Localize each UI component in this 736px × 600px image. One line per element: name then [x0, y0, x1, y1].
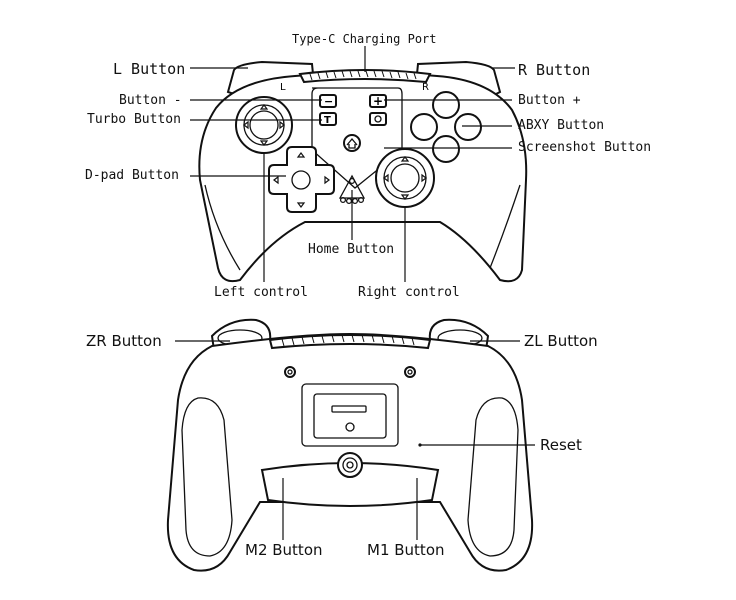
m-paddle-area — [260, 462, 440, 507]
port-texture — [309, 70, 417, 81]
label-zl-button: ZL Button — [524, 332, 598, 350]
label-abxy-button: ABXY Button — [518, 118, 605, 133]
label-screenshot-button: Screenshot Button — [518, 140, 652, 155]
minus-button[interactable]: − — [319, 94, 337, 108]
label-home-button: Home Button — [308, 242, 395, 257]
abxy-buttons[interactable] — [410, 91, 482, 163]
svg-text:T: T — [324, 115, 331, 126]
type-c-port-area — [298, 69, 432, 84]
shoulder-r-glyph: R — [422, 82, 429, 93]
label-type-c-port: Type-C Charging Port — [292, 32, 437, 46]
battery-slot — [331, 405, 367, 413]
back-top-texture — [268, 334, 432, 350]
front-callout-lines — [190, 46, 515, 282]
shoulder-l-glyph: L — [280, 82, 286, 93]
label-zr-button: ZR Button — [86, 332, 162, 350]
panel-hole — [345, 422, 355, 432]
label-reset: Reset — [540, 436, 582, 454]
home-icon — [346, 137, 358, 149]
b-button — [432, 135, 460, 163]
svg-text:+: + — [373, 94, 383, 108]
label-m2-button: M2 Button — [245, 541, 323, 559]
label-button-minus: Button - — [119, 93, 182, 108]
back-callout-lines — [175, 340, 535, 540]
screenshot-button[interactable] — [369, 112, 387, 126]
label-right-control: Right control — [358, 285, 460, 300]
home-button[interactable] — [343, 134, 361, 152]
label-left-control: Left control — [214, 285, 308, 300]
right-back-grip — [467, 397, 519, 557]
x-button — [432, 91, 460, 119]
label-m1-button: M1 Button — [367, 541, 445, 559]
svg-text:−: − — [324, 95, 333, 108]
y-button — [410, 113, 438, 141]
left-grip-line — [204, 184, 241, 271]
controller-front-view: L R − T + — [190, 46, 528, 283]
reset-hole[interactable] — [418, 443, 422, 447]
turbo-button[interactable]: T — [319, 112, 337, 126]
center-dial — [337, 452, 363, 478]
plus-button[interactable]: + — [369, 94, 387, 108]
label-r-button: R Button — [518, 61, 591, 79]
controller-back-view — [166, 318, 535, 572]
screw-left — [284, 366, 296, 378]
back-texture-ticks — [281, 334, 415, 347]
screw-right — [404, 366, 416, 378]
right-control-stick[interactable] — [375, 148, 435, 208]
left-control-stick[interactable] — [235, 96, 293, 154]
label-l-button: L Button — [113, 60, 186, 78]
label-dpad-button: D-pad Button — [85, 168, 179, 183]
label-button-plus: Button + — [518, 93, 581, 108]
battery-panel — [301, 383, 399, 447]
center-panel — [311, 87, 403, 189]
label-turbo-button: Turbo Button — [87, 112, 181, 127]
a-button — [454, 113, 482, 141]
right-grip-line — [489, 184, 521, 269]
dpad-button[interactable] — [268, 146, 335, 213]
left-back-grip — [181, 397, 233, 557]
